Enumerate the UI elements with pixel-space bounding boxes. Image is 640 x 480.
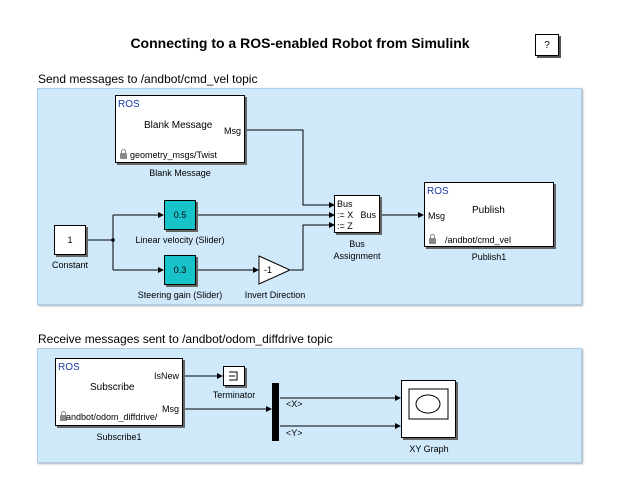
ros-tag: ROS (58, 362, 80, 373)
terminator-icon (229, 371, 238, 381)
blank-message-block[interactable]: ROS Blank Message Msg geometry_msgs/Twis… (115, 95, 245, 163)
xy-graph-label: XY Graph (409, 444, 449, 454)
topic-name: /andbot/cmd_vel (445, 235, 512, 245)
port-bus-out: Bus (360, 210, 376, 220)
signal-x-label: <X> (286, 399, 303, 409)
lock-icon (120, 149, 127, 159)
port-bus-in: Bus (337, 199, 353, 209)
ros-tag: ROS (427, 186, 449, 197)
port-z: := Z (337, 221, 353, 231)
port-msg: Msg (223, 126, 241, 136)
bus-selector[interactable] (272, 383, 279, 441)
bus-assignment-label: Bus Assignment (333, 239, 381, 261)
port-msg: Msg (161, 404, 179, 414)
blank-message-label: Blank Message (149, 168, 211, 178)
message-type: geometry_msgs/Twist (130, 150, 218, 160)
block-name: Blank Message (144, 120, 213, 131)
constant-block[interactable]: 1 (54, 225, 86, 255)
steering-gain-slider[interactable]: 0.3 (164, 255, 196, 285)
linear-velocity-slider[interactable]: 0.5 (164, 200, 196, 230)
topic-name: /andbot/odom_diffdrive (66, 412, 158, 422)
terminator-block[interactable] (223, 366, 245, 386)
lock-icon (429, 234, 436, 244)
receive-area-title: Receive messages sent to /andbot/odom_di… (38, 332, 333, 346)
send-area-title: Send messages to /andbot/cmd_vel topic (38, 72, 258, 86)
publish-label: Publish1 (471, 252, 507, 262)
publish-block[interactable]: ROS Publish Msg /andbot/cmd_vel (424, 182, 554, 247)
lock-icon (60, 411, 67, 421)
port-isnew: IsNew (153, 371, 179, 381)
signal-y-label: <Y> (286, 428, 303, 438)
block-name: Publish (472, 205, 505, 216)
steering-gain-label: Steering gain (Slider) (137, 290, 223, 300)
subscribe-block[interactable]: ROS Subscribe IsNew Msg /andbot/odom_dif… (55, 358, 183, 426)
invert-direction-label: Invert Direction (244, 290, 306, 300)
port-x: := X (337, 210, 354, 220)
subscribe-label: Subscribe1 (96, 432, 142, 442)
block-name: Subscribe (90, 382, 135, 393)
constant-label: Constant (51, 260, 89, 270)
page-title: Connecting to a ROS-enabled Robot from S… (130, 35, 470, 51)
help-button[interactable]: ? (535, 34, 559, 56)
scope-icon (408, 388, 449, 420)
linear-velocity-label: Linear velocity (Slider) (135, 235, 225, 245)
port-msg: Msg (428, 211, 446, 221)
xy-graph-block[interactable] (401, 380, 456, 438)
terminator-label: Terminator (212, 390, 256, 400)
invert-direction-gain[interactable] (258, 255, 292, 285)
invert-gain-value: -1 (264, 265, 273, 275)
ros-tag: ROS (118, 99, 140, 110)
bus-assignment-block[interactable]: Bus := X := Z Bus (334, 195, 380, 233)
